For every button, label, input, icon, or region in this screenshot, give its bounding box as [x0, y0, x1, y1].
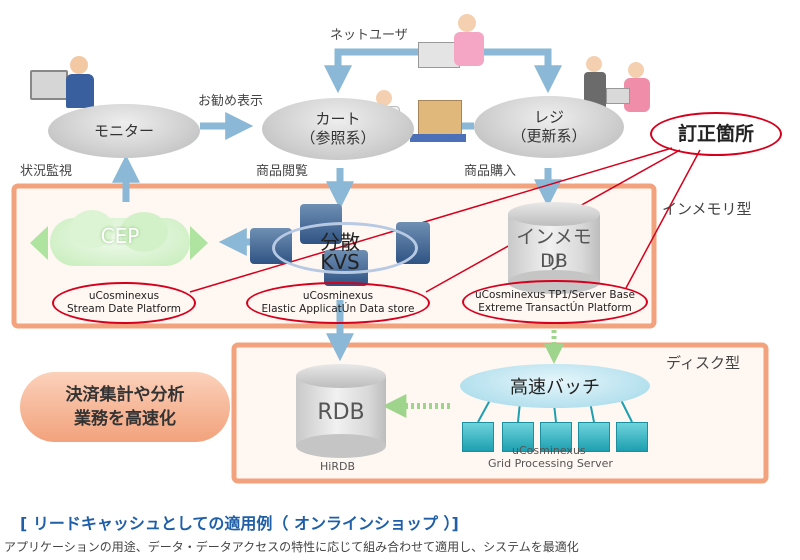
monitor-node-label: モニター — [93, 121, 154, 140]
batch-node: 高速バッチ — [460, 364, 650, 408]
cep-product-callout: uCosminexus Stream Date Platform — [52, 282, 196, 324]
monitor-node: モニター — [48, 104, 200, 158]
register-node-label: レジ — [533, 108, 564, 126]
grid-node-1 — [462, 422, 494, 452]
recommend-label: お勧め表示 — [198, 94, 264, 109]
grid-node-4 — [578, 422, 610, 452]
settlement-pill: 決済集計や分析 業務を高速化 — [20, 372, 230, 442]
grid-node-2 — [502, 422, 534, 452]
caption-description: アプリケーションの用途、データ・データアクセスの特性に応じて組み合わせて適用し、… — [4, 540, 579, 554]
cep-left-arrow — [30, 226, 48, 260]
net-user-illustration — [414, 12, 494, 82]
tp1-product-callout: uCosminexus TP1/Server Base Extreme Tran… — [462, 280, 648, 324]
cep-node-label: CEP — [100, 224, 140, 248]
inmemory-db-label-1: インメモリ — [516, 226, 592, 274]
batch-node-label: 高速バッチ — [510, 377, 600, 398]
register-node: レジ （更新系） — [474, 96, 624, 158]
arrow-netuser-to-register — [480, 48, 562, 94]
caption-title: [ リードキャッシュとしての適用例（ オンラインショップ ）] — [20, 514, 459, 533]
arrow-netuser-to-cart — [324, 48, 420, 94]
rdb-node: RDB — [296, 364, 386, 458]
grid-node-3 — [540, 422, 572, 452]
grid-product-line2: Grid Processing Server — [488, 457, 613, 470]
correction-callout: 訂正箇所 — [650, 112, 782, 156]
kvs-node-label-2: KVS — [320, 250, 360, 274]
cep-node: CEP — [50, 210, 190, 272]
net-user-label: ネットユーザ — [330, 28, 408, 43]
inmemory-db-label-2: DB — [540, 250, 568, 272]
browse-label: 商品閲覧 — [256, 164, 309, 179]
cart-node-sublabel: （参照系） — [300, 129, 376, 147]
kvs-node-label-1: 分散 — [320, 230, 360, 254]
settlement-label-2: 業務を高速化 — [74, 409, 176, 429]
disk-zone-label: ディスク型 — [666, 354, 740, 372]
inmemory-db-node: インメモリ DB — [508, 202, 600, 294]
callout-line-tp1 — [625, 149, 701, 289]
tp1-product-line1: uCosminexus TP1/Server Base — [475, 289, 635, 301]
cart-node-label: カート — [315, 110, 361, 128]
register-node-sublabel: （更新系） — [511, 127, 587, 145]
kvs-product-line2: Elastic ApplicatÚn Data store — [261, 303, 415, 315]
cep-right-arrow — [190, 226, 208, 260]
rdb-node-label: RDB — [317, 400, 365, 425]
cart-node: カート （参照系） — [262, 98, 414, 160]
cep-product-line2: Stream Date Platform — [66, 303, 182, 315]
purchase-label: 商品購入 — [464, 164, 517, 179]
kvs-product-line1: uCosminexus — [302, 290, 374, 302]
kvs-product-callout: uCosminexus Elastic ApplicatÚn Data stor… — [246, 282, 430, 324]
kvs-ring — [272, 222, 418, 274]
correction-callout-label: 訂正箇所 — [677, 122, 754, 145]
settlement-label-1: 決済集計や分析 — [65, 385, 185, 405]
rdb-sub-label: HiRDB — [320, 460, 355, 473]
status-label: 状況監視 — [20, 164, 73, 179]
inmemory-zone-label: インメモリ型 — [662, 200, 752, 218]
cep-product-line1: uCosminexus — [88, 290, 160, 302]
grid-product-line1: uCosminexus — [512, 444, 586, 457]
grid-node-5 — [616, 422, 648, 452]
callout-line-cep — [189, 147, 673, 293]
monitor-person-illustration — [30, 56, 100, 118]
tp1-product-line2: Extreme TransactÚn Platform — [478, 302, 632, 314]
register-people-illustration — [584, 54, 664, 124]
